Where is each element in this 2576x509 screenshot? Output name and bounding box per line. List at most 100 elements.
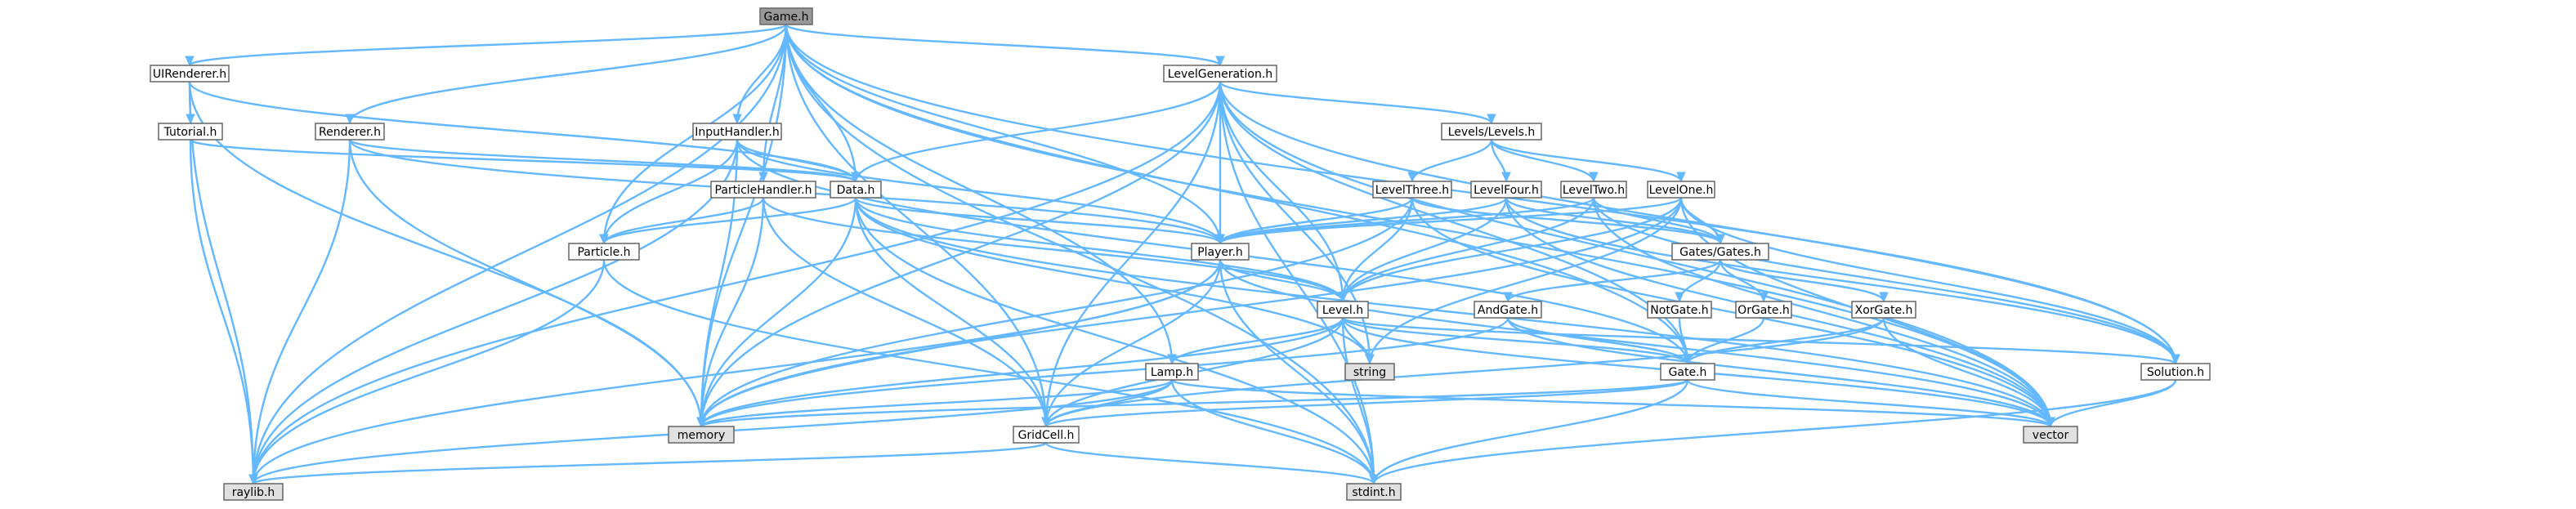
node-label: OrGate.h — [1737, 304, 1790, 317]
edge-gridcell-to-raylib — [248, 441, 1048, 485]
node-gates[interactable]: Gates/Gates.h — [1671, 243, 1769, 261]
node-levelfour[interactable]: LevelFour.h — [1470, 181, 1542, 199]
edge-levelgeneration-to-data — [851, 81, 1222, 183]
edge-levelgeneration-to-levels — [1219, 81, 1496, 125]
node-label: LevelOne.h — [1649, 184, 1714, 197]
edge-gate-to-gridcell — [1041, 378, 1689, 428]
edge-player-to-level — [1219, 259, 1348, 303]
edge-levels-to-levelthree — [1407, 139, 1493, 183]
node-game[interactable]: Game.h — [759, 7, 813, 25]
edge-level-to-gate — [1341, 316, 1693, 365]
node-level[interactable]: Level.h — [1317, 301, 1369, 319]
node-box — [1647, 181, 1715, 199]
edge-game-to-gridcell — [785, 24, 1051, 428]
node-raylib[interactable]: raylib.h — [223, 483, 284, 501]
node-levelone[interactable]: LevelOne.h — [1647, 181, 1715, 199]
node-gate[interactable]: Gate.h — [1660, 363, 1715, 381]
node-andgate[interactable]: AndGate.h — [1474, 301, 1542, 319]
node-particlehandler[interactable]: ParticleHandler.h — [710, 181, 816, 199]
node-box — [1851, 301, 1916, 319]
node-box — [1560, 181, 1627, 199]
node-renderer[interactable]: Renderer.h — [315, 123, 385, 141]
node-solution[interactable]: Solution.h — [2140, 363, 2211, 381]
node-box — [1163, 65, 1277, 83]
node-label: Game.h — [763, 11, 808, 24]
node-label: stdint.h — [1352, 486, 1395, 499]
node-leveltwo[interactable]: LevelTwo.h — [1560, 181, 1627, 199]
node-data[interactable]: Data.h — [830, 181, 882, 199]
edge-inputhandler-to-data — [736, 139, 861, 183]
edge-levelthree-to-player — [1215, 197, 1414, 245]
node-box — [1344, 363, 1395, 381]
node-label: AndGate.h — [1478, 304, 1538, 317]
node-levelthree[interactable]: LevelThree.h — [1372, 181, 1452, 199]
node-box — [2140, 363, 2211, 381]
edge-gates-to-andgate — [1503, 259, 1722, 303]
node-box — [223, 483, 284, 501]
node-label: InputHandler.h — [695, 126, 779, 139]
edge-levelone-to-solution — [1679, 197, 2180, 365]
edge-data-to-player — [854, 196, 1225, 245]
node-box — [1671, 243, 1769, 261]
edge-levels-to-levelone — [1490, 139, 1686, 183]
node-label: Levels/Levels.h — [1448, 126, 1536, 139]
node-inputhandler[interactable]: InputHandler.h — [692, 123, 782, 141]
node-label: string — [1353, 366, 1386, 379]
node-memory[interactable]: memory — [668, 426, 735, 444]
edge-gates-to-orgate — [1719, 259, 1769, 303]
edge-player-to-raylib — [248, 259, 1222, 485]
edge-uirenderer-to-raylib — [188, 81, 258, 485]
edge-particle-to-raylib — [248, 259, 606, 485]
edge-tutorial-to-data — [189, 138, 861, 183]
node-lamp[interactable]: Lamp.h — [1145, 363, 1199, 381]
node-box — [1474, 301, 1542, 319]
node-box — [1317, 301, 1369, 319]
node-label: XorGate.h — [1855, 304, 1913, 317]
edge-levelgeneration-to-raylib — [248, 81, 1222, 485]
node-player[interactable]: Player.h — [1191, 243, 1250, 261]
node-stdint[interactable]: stdint.h — [1346, 483, 1402, 501]
node-box — [150, 65, 230, 83]
node-label: Gates/Gates.h — [1679, 246, 1761, 259]
node-box — [315, 123, 385, 141]
node-uirenderer[interactable]: UIRenderer.h — [150, 65, 230, 83]
edges-layer — [185, 23, 2180, 485]
node-vector[interactable]: vector — [2023, 426, 2078, 444]
node-notgate[interactable]: NotGate.h — [1647, 301, 1712, 319]
node-particle[interactable]: Particle.h — [568, 243, 640, 261]
node-box — [1735, 301, 1792, 319]
node-label: Lamp.h — [1151, 366, 1193, 379]
node-tutorial[interactable]: Tutorial.h — [158, 123, 223, 141]
node-label: Solution.h — [2147, 366, 2204, 379]
node-label: Tutorial.h — [163, 126, 217, 139]
node-levelgeneration[interactable]: LevelGeneration.h — [1163, 65, 1277, 83]
node-box — [759, 7, 813, 25]
node-label: raylib.h — [232, 486, 275, 499]
node-orgate[interactable]: OrGate.h — [1735, 301, 1792, 319]
node-label: NotGate.h — [1650, 304, 1708, 317]
node-label: Player.h — [1197, 246, 1243, 259]
node-box — [830, 181, 882, 199]
node-label: memory — [678, 429, 726, 442]
node-gridcell[interactable]: GridCell.h — [1013, 426, 1080, 444]
node-box — [1191, 243, 1250, 261]
node-box — [1372, 181, 1452, 199]
node-box — [1647, 301, 1712, 319]
edge-game-to-vector — [785, 24, 2055, 428]
node-box — [158, 123, 223, 141]
node-levels[interactable]: Levels/Levels.h — [1441, 123, 1542, 141]
node-box — [1470, 181, 1542, 199]
edge-data-to-particle — [599, 197, 857, 245]
node-box — [668, 426, 735, 444]
node-label: Particle.h — [577, 246, 630, 259]
edge-gates-to-xorgate — [1719, 259, 1889, 303]
edge-game-to-renderer — [345, 24, 788, 125]
node-box — [1441, 123, 1542, 141]
node-xorgate[interactable]: XorGate.h — [1851, 301, 1916, 319]
edge-game-to-stdint — [785, 24, 1379, 485]
node-box — [2023, 426, 2078, 444]
edge-gate-to-memory — [696, 378, 1689, 428]
node-string[interactable]: string — [1344, 363, 1395, 381]
